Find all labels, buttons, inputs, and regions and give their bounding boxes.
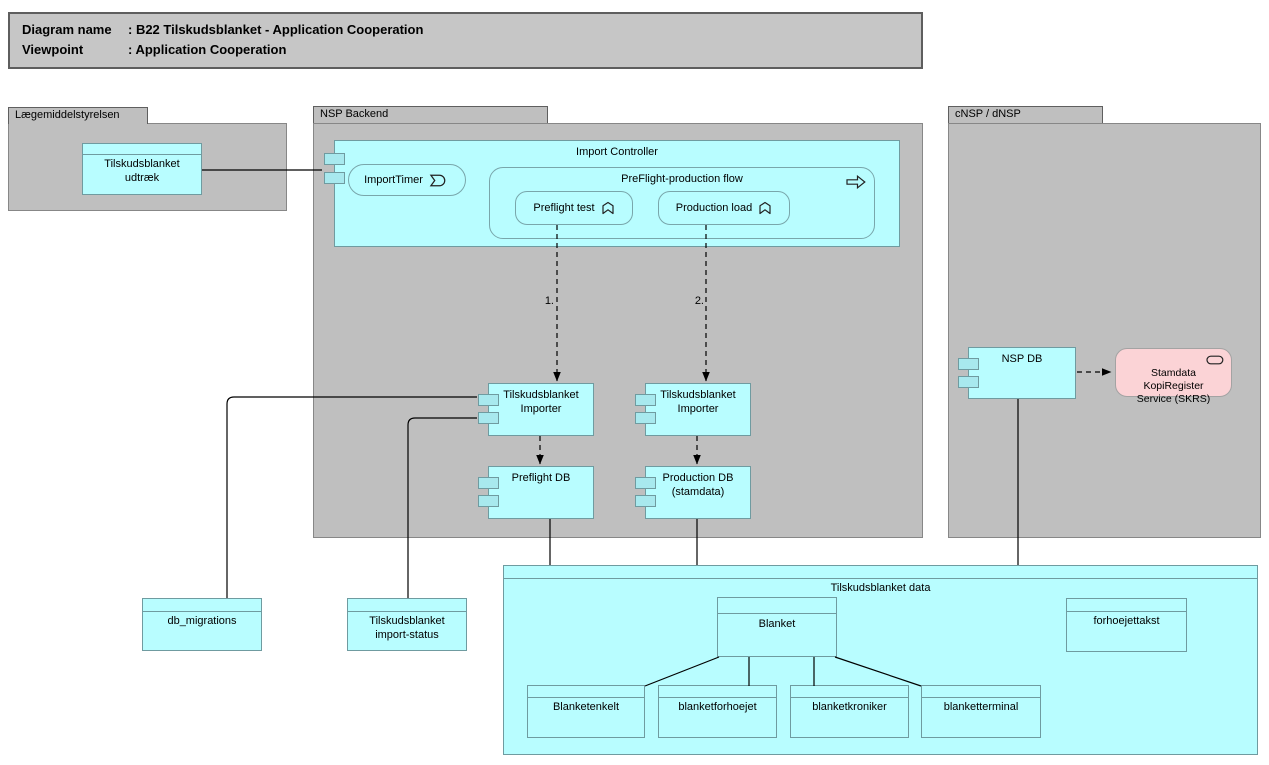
component-tab-icon (958, 358, 979, 370)
component-tab-icon (635, 412, 656, 424)
component-label: Production DB (stamdata) (662, 472, 734, 498)
function-chevron-icon (601, 201, 614, 215)
data-object-label: forhoejettakst (1093, 615, 1160, 627)
data-object-db-migrations[interactable]: db_migrations (142, 598, 262, 651)
data-object-blanketkroniker[interactable]: blanketkroniker (790, 685, 909, 738)
component-tab-icon (478, 495, 499, 507)
data-object-blanket[interactable]: Blanket (717, 597, 837, 657)
component-preflight-db[interactable]: Preflight DB (478, 466, 594, 519)
data-object-tilskudsblanket-import-status[interactable]: Tilskudsblanket import-status (347, 598, 467, 651)
component-tab-icon (478, 412, 499, 424)
event-label: ImportTimer (364, 174, 423, 186)
dataobject-band (922, 686, 1040, 698)
dataobject-band (143, 599, 261, 612)
diagram-title-panel: Diagram name : B22 Tilskudsblanket - App… (8, 12, 923, 69)
app-function-production-load[interactable]: Production load (658, 191, 790, 225)
component-label: Tilskudsblanket Importer (660, 389, 736, 415)
function-label: Preflight test (533, 202, 595, 214)
component-tab-icon (958, 376, 979, 388)
group-tab-cnsp-dnsp[interactable]: cNSP / dNSP (948, 106, 1103, 123)
data-object-label: blanketterminal (943, 701, 1019, 713)
data-object-label: blanketkroniker (812, 701, 887, 713)
app-service-skrs[interactable]: Stamdata KopiRegister Service (SKRS) (1115, 348, 1232, 405)
data-object-label: Tilskudsblanket import-status (369, 615, 445, 641)
function-label: Production load (675, 202, 753, 214)
component-tilskudsblanket-importer-production[interactable]: Tilskudsblanket Importer (635, 383, 751, 436)
data-object-label: db_migrations (167, 615, 237, 627)
group-label: Lægemiddelstyrelsen (15, 109, 120, 121)
group-body-cnsp-dnsp[interactable] (948, 123, 1261, 538)
data-object-label: Tilskudsblanket udtræk (104, 158, 180, 184)
dataobject-band (83, 144, 201, 155)
app-function-preflight-test[interactable]: Preflight test (515, 191, 633, 225)
component-tilskudsblanket-importer-preflight[interactable]: Tilskudsblanket Importer (478, 383, 594, 436)
diagram-name-label: Diagram name (22, 22, 112, 37)
component-tab-icon (324, 153, 345, 165)
data-object-forhoejettakst[interactable]: forhoejettakst (1066, 598, 1187, 652)
component-tab-icon (635, 477, 656, 489)
viewpoint-label: Viewpoint (22, 42, 84, 57)
dataobject-band (348, 599, 466, 612)
group-label: cNSP / dNSP (955, 108, 1021, 120)
component-production-db[interactable]: Production DB (stamdata) (635, 466, 751, 519)
service-label: Stamdata KopiRegister Service (SKRS) (1136, 367, 1211, 405)
viewpoint-row: Viewpoint : Application Cooperation (22, 40, 909, 60)
component-label: Preflight DB (511, 472, 571, 484)
component-tab-icon (635, 495, 656, 507)
data-object-label: Blanket (758, 618, 796, 630)
data-object-blanketterminal[interactable]: blanketterminal (921, 685, 1041, 738)
data-object-label: Tilskudsblanket data (830, 582, 931, 594)
data-object-blanketenkelt[interactable]: Blanketenkelt (527, 685, 645, 738)
viewpoint-value: : Application Cooperation (128, 42, 287, 57)
function-chevron-icon (759, 201, 771, 215)
component-nsp-db[interactable]: NSP DB (958, 347, 1076, 399)
group-label: NSP Backend (320, 108, 389, 120)
group-tab-laegemiddelstyrelsen[interactable]: Lægemiddelstyrelsen (8, 107, 148, 124)
process-label: PreFlight-production flow (621, 173, 743, 185)
diagram-name-row: Diagram name : B22 Tilskudsblanket - App… (22, 20, 909, 40)
data-object-label: blanketforhoejet (678, 701, 757, 713)
component-label: NSP DB (1001, 353, 1043, 365)
component-tab-icon (635, 394, 656, 406)
data-object-label: Blanketenkelt (552, 701, 620, 713)
data-object-blanketforhoejet[interactable]: blanketforhoejet (658, 685, 777, 738)
dataobject-band (659, 686, 776, 698)
app-event-import-timer[interactable]: ImportTimer (348, 164, 466, 196)
flow-step-2-label: 2. (694, 295, 704, 307)
dataobject-band (718, 598, 836, 614)
component-label: Tilskudsblanket Importer (503, 389, 579, 415)
group-tab-nsp-backend[interactable]: NSP Backend (313, 106, 548, 123)
dataobject-band (528, 686, 644, 698)
component-label: Import Controller (576, 146, 658, 158)
component-tab-icon (324, 172, 345, 184)
dataobject-band (1067, 599, 1186, 612)
event-icon (429, 174, 446, 186)
component-tab-icon (478, 394, 499, 406)
process-arrow-icon (846, 175, 866, 189)
data-object-tilskudsblanket-udtraek[interactable]: Tilskudsblanket udtræk (82, 143, 202, 195)
component-tab-icon (478, 477, 499, 489)
dataobject-band (504, 566, 1257, 579)
flow-step-1-label: 1. (544, 295, 554, 307)
diagram-name-value: : B22 Tilskudsblanket - Application Coop… (128, 22, 424, 37)
dataobject-band (791, 686, 908, 698)
service-icon (1206, 355, 1224, 365)
